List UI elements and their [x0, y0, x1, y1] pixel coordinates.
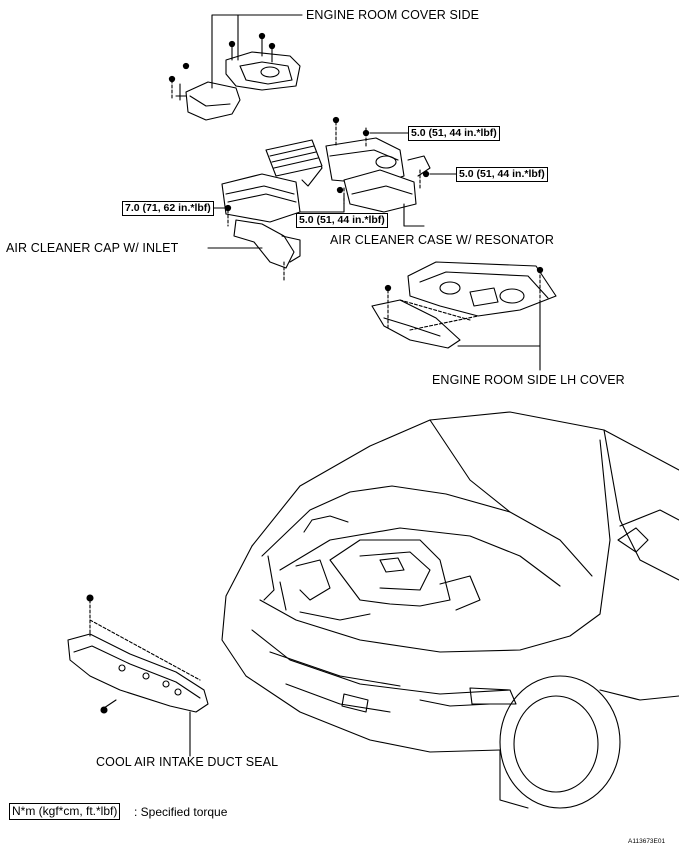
air-cleaner-case-part [299, 121, 431, 213]
air-cleaner-cap-part [221, 139, 323, 283]
leader-engine-room-side-lh-cover [457, 299, 541, 371]
torque-air-cleaner-case-left: 5.0 (51, 44 in.*lbf) [296, 213, 388, 228]
label-cool-air-intake-duct-seal: COOL AIR INTAKE DUCT SEAL [96, 755, 279, 769]
label-air-cleaner-cap-w-inlet: AIR CLEANER CAP W/ INLET [6, 241, 179, 255]
air-cleaner-case-bolts [332, 116, 430, 194]
cool-air-duct-seal-clips [86, 594, 108, 714]
legend-unit-box: N*m (kgf*cm, ft.*lbf) [9, 803, 121, 820]
vehicle-front-view [221, 411, 679, 809]
torque-air-cleaner-case-top: 5.0 (51, 44 in.*lbf) [408, 126, 500, 141]
engine-room-side-lh-cover-bolts [384, 266, 544, 292]
label-engine-room-side-lh-cover: ENGINE ROOM SIDE LH COVER [432, 373, 625, 387]
engine-room-cover-bolts [168, 32, 276, 83]
leader-engine-room-cover-side [211, 14, 303, 89]
leader-air-cleaner-case [295, 132, 457, 227]
cool-air-intake-duct-seal-part [67, 599, 209, 713]
torque-air-cleaner-cap: 7.0 (71, 62 in.*lbf) [122, 201, 214, 216]
torque-air-cleaner-case-right: 5.0 (51, 44 in.*lbf) [456, 167, 548, 182]
legend-description: : Specified torque [134, 805, 228, 819]
label-engine-room-cover-side: ENGINE ROOM COVER SIDE [306, 8, 480, 22]
engine-room-cover-side-part [171, 37, 301, 121]
label-air-cleaner-case-w-resonator: AIR CLEANER CASE W/ RESONATOR [330, 233, 555, 247]
figure-code: A113673E01 [628, 838, 666, 845]
engine-room-side-lh-cover-part [371, 261, 557, 349]
